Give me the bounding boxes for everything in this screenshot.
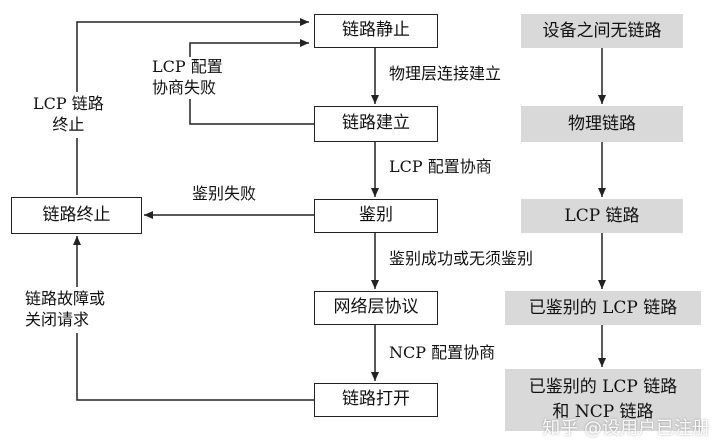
watermark: 知乎 @设用户已注册 bbox=[542, 418, 710, 439]
state-link-dead: 链路静止 bbox=[314, 14, 438, 48]
state-link-establish: 链路建立 bbox=[314, 106, 438, 142]
phase-authenticated-lcp: 已鉴别的 LCP 链路 bbox=[505, 291, 701, 325]
label-auth-ok: 鉴别成功或无须鉴别 bbox=[389, 249, 534, 270]
state-link-open: 链路打开 bbox=[314, 383, 438, 417]
state-link-terminate-label: 链路终止 bbox=[42, 204, 111, 225]
state-network-layer-label: 网络层协议 bbox=[333, 297, 419, 318]
state-link-open-label: 链路打开 bbox=[342, 389, 410, 410]
phase-no-link: 设备之间无链路 bbox=[521, 14, 683, 48]
label-lcp-terminate-line1: LCP 链路 bbox=[33, 94, 104, 113]
state-network-layer: 网络层协议 bbox=[314, 291, 438, 325]
state-link-terminate: 链路终止 bbox=[11, 197, 142, 234]
label-auth-fail: 鉴别失败 bbox=[192, 184, 257, 205]
label-lcp-terminate: LCP 链路 终止 bbox=[33, 92, 104, 138]
phase-authenticated-lcp-ncp-line2: 和 NCP 链路 bbox=[552, 402, 654, 422]
phase-physical-link: 物理链路 bbox=[521, 106, 683, 142]
label-lcp-terminate-line2: 终止 bbox=[52, 114, 85, 134]
state-link-dead-label: 链路静止 bbox=[342, 20, 410, 41]
label-lcp-fail-line1: LCP 配置 bbox=[152, 57, 223, 76]
phase-authenticated-lcp-ncp-line1: 已鉴别的 LCP 链路 bbox=[528, 377, 678, 398]
phase-physical-link-label: 物理链路 bbox=[568, 113, 636, 134]
label-ncp-negotiate: NCP 配置协商 bbox=[389, 343, 496, 364]
label-link-failure: 链路故障或 关闭请求 bbox=[25, 287, 106, 333]
phase-authenticated-lcp-ncp: 已鉴别的 LCP 链路 和 NCP 链路 bbox=[505, 369, 701, 431]
label-link-failure-line1: 链路故障或 bbox=[25, 289, 106, 308]
arrow-terminate-to-dead bbox=[76, 18, 309, 195]
state-authenticate-label: 鉴别 bbox=[359, 205, 393, 226]
label-link-failure-line2: 关闭请求 bbox=[25, 309, 90, 329]
arrow-close-request bbox=[73, 236, 314, 401]
label-lcp-negotiate: LCP 配置协商 bbox=[389, 157, 492, 178]
phase-lcp-link: LCP 链路 bbox=[521, 199, 683, 233]
phase-authenticated-lcp-label: 已鉴别的 LCP 链路 bbox=[528, 297, 678, 318]
label-lcp-fail: LCP 配置 协商失败 bbox=[150, 57, 225, 99]
label-lcp-fail-line2: 协商失败 bbox=[152, 77, 217, 97]
phase-no-link-label: 设备之间无链路 bbox=[542, 20, 662, 41]
label-physical-up: 物理层连接建立 bbox=[389, 64, 502, 85]
state-link-establish-label: 链路建立 bbox=[342, 113, 410, 134]
phase-lcp-link-label: LCP 链路 bbox=[564, 205, 640, 226]
state-authenticate: 鉴别 bbox=[314, 199, 438, 233]
